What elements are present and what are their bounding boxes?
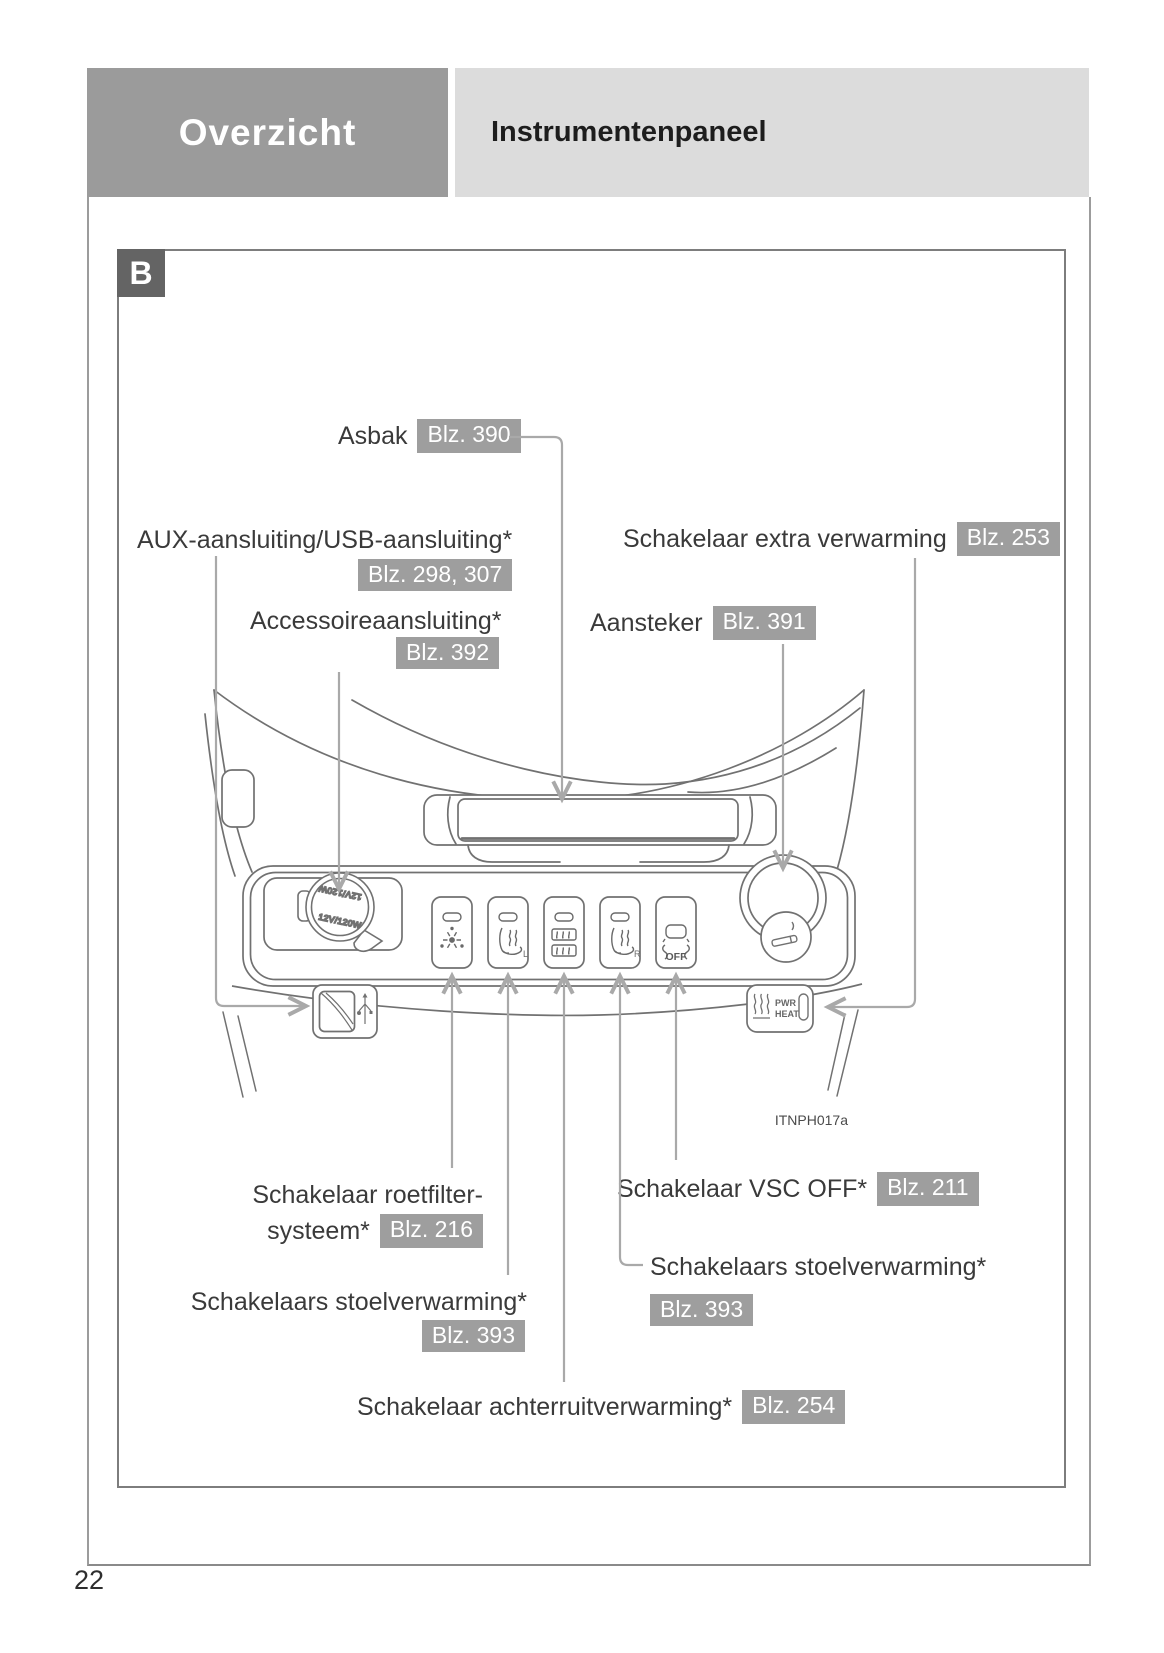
callout-accessoire-pageref: Blz. 392: [396, 637, 500, 669]
callout-vsc-off-pageref: Blz. 211: [877, 1172, 979, 1206]
dash-curves: [204, 689, 865, 877]
button-vsc-off: OFF: [655, 896, 697, 969]
dashboard-illustration: 12V/120W 12V/120W L: [204, 435, 917, 1382]
heat-text: HEAT: [775, 1009, 799, 1019]
callout-asbak-pageref: Blz. 390: [417, 419, 521, 453]
callout-roetfilter-line2: systeem* Blz. 216: [267, 1214, 483, 1248]
section-header: Overzicht: [87, 68, 448, 197]
callout-achterruit-label: Schakelaar achterruitverwarming*: [357, 1392, 733, 1421]
callout-extra-verwarming-label: Schakelaar extra verwarming: [623, 524, 947, 553]
callout-achterruit: Schakelaar achterruitverwarming* Blz. 25…: [357, 1390, 846, 1424]
button-seat-heater-right: R: [599, 896, 641, 969]
callout-roetfilter-line1: Schakelaar roetfilter-: [252, 1181, 483, 1209]
ashtray: [423, 794, 777, 863]
callout-roetfilter-pageref: Blz. 216: [379, 1214, 483, 1248]
callout-accessoire-label: Accessoireaansluiting*: [250, 607, 502, 635]
dash-side-vent: [221, 769, 255, 828]
dpf-icon: [440, 926, 464, 949]
aux-usb-port: [312, 984, 378, 1039]
line-stoel-right: [609, 971, 643, 1267]
heater-waves-icon: [753, 993, 770, 1019]
pwr-heat-slider: [798, 993, 809, 1021]
callout-extra-verwarming-pageref: Blz. 253: [956, 522, 1060, 556]
chapter-header: Instrumentenpaneel: [455, 68, 1089, 197]
callout-asbak-label: Asbak: [338, 421, 408, 450]
usb-icon: [357, 993, 373, 1024]
callout-stoel-right-pageref: Blz. 393: [650, 1294, 754, 1326]
callout-aux-pageref: Blz. 298, 307: [358, 559, 513, 591]
page-number: 22: [74, 1565, 105, 1595]
chapter-title: Instrumentenpaneel: [491, 116, 767, 148]
callout-extra-verwarming: Schakelaar extra verwarming Blz. 253: [623, 522, 1060, 556]
line-asbak: [509, 435, 573, 804]
figure-letter: B: [129, 254, 153, 291]
callout-asbak: Asbak Blz. 390: [338, 419, 521, 453]
figure-box: B: [117, 249, 1066, 1488]
button-roetfilter: [431, 896, 473, 969]
line-extra-verwarming: [823, 558, 917, 1018]
svg-text:L: L: [523, 949, 528, 959]
seat-heater-right-icon: R: [611, 927, 641, 959]
vsc-off-icon: OFF: [662, 924, 690, 963]
callout-aansteker-pageref: Blz. 391: [712, 606, 816, 640]
page-frame: [87, 197, 1091, 1566]
button-defogger: [543, 896, 585, 969]
pwr-heat-switch: PWR HEAT: [746, 984, 814, 1033]
callout-vsc-off: Schakelaar VSC OFF* Blz. 211: [617, 1172, 979, 1206]
svg-text:R: R: [634, 949, 641, 959]
button-seat-heater-left: L: [487, 896, 529, 969]
callout-stoel-left-label: Schakelaars stoelverwarming*: [190, 1288, 527, 1316]
line-aux: [214, 556, 311, 1017]
callout-achterruit-pageref: Blz. 254: [742, 1390, 846, 1424]
callout-stoel-left-pageref: Blz. 393: [421, 1320, 525, 1352]
figure-code: ITNPH017a: [774, 1112, 848, 1128]
callout-aansteker: Aansteker Blz. 391: [590, 606, 816, 640]
callout-lines: [214, 435, 917, 1382]
callout-aux-label: AUX-aansluiting/USB-aansluiting*: [137, 526, 513, 554]
figure-letter-box: B: [117, 249, 165, 297]
callout-stoel-right-label: Schakelaars stoelverwarming*: [650, 1253, 987, 1281]
callout-aansteker-label: Aansteker: [590, 608, 703, 637]
seat-heater-left-icon: L: [499, 927, 528, 959]
callout-vsc-off-label: Schakelaar VSC OFF*: [617, 1174, 868, 1203]
pwr-text: PWR: [775, 998, 796, 1008]
cigarette-icon: [771, 921, 798, 947]
section-title: Overzicht: [178, 111, 357, 153]
body-skirt-lines: [222, 1009, 859, 1098]
vsc-off-text: OFF: [666, 951, 688, 963]
defogger-icon: [551, 928, 577, 957]
